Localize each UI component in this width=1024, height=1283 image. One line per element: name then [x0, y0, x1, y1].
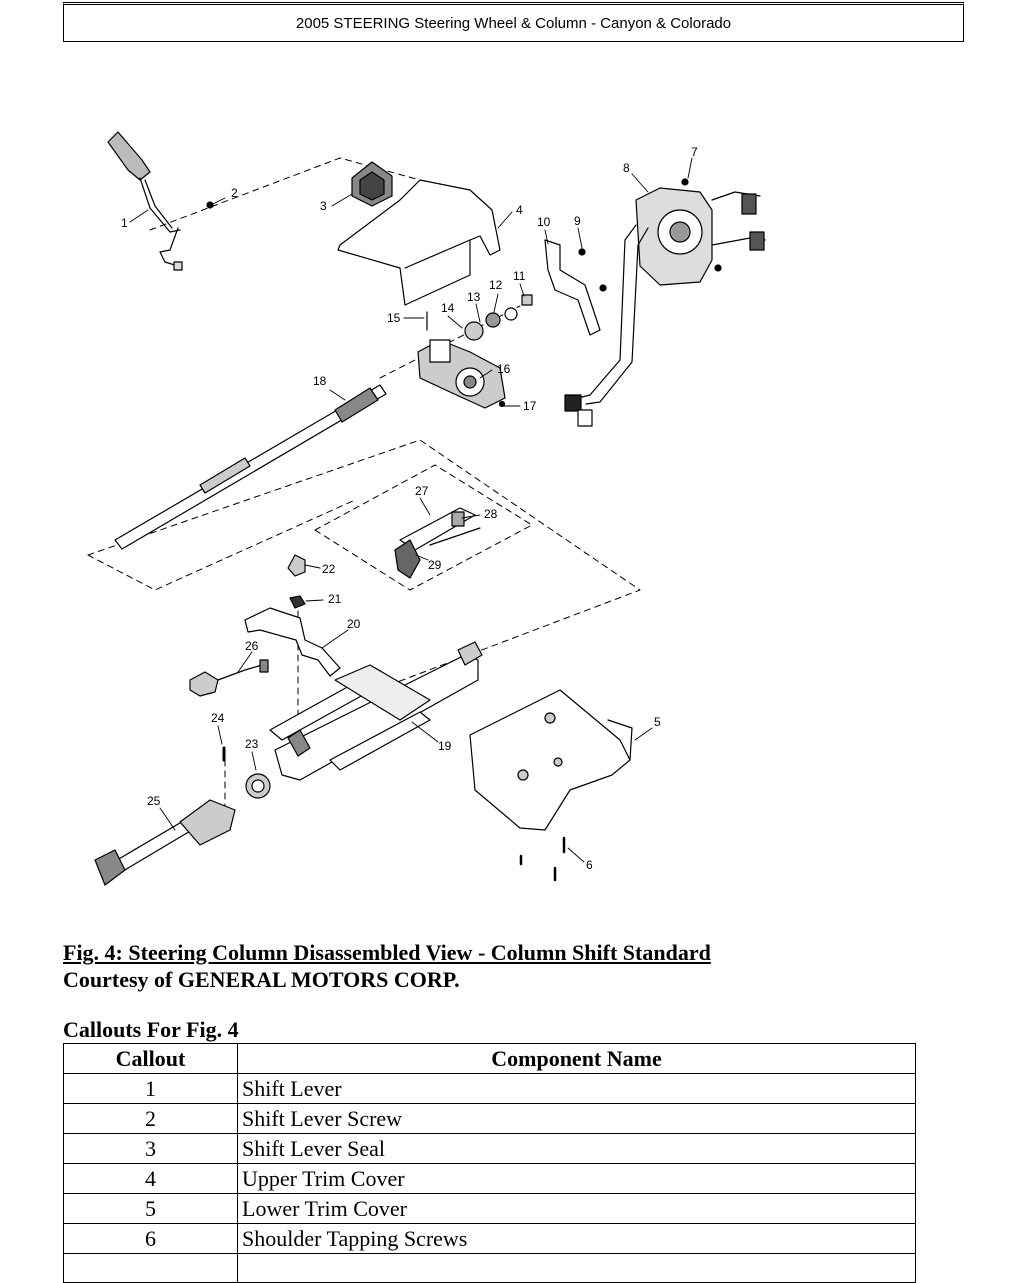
callout-5-label: 5 [654, 715, 661, 729]
callout-22-label: 22 [322, 562, 336, 576]
figure-courtesy: Courtesy of GENERAL MOTORS CORP. [63, 967, 460, 992]
callout-24-label: 24 [211, 711, 225, 725]
callout-14-label: 14 [441, 301, 455, 315]
callout-11-label: 11 [513, 269, 526, 283]
callout-2-label: 2 [231, 186, 238, 200]
callouts-table-title: Callouts For Fig. 4 [63, 1017, 239, 1042]
callout-cell: 5 [63, 1193, 238, 1224]
exploded-diagram: 1 2 3 4 5 6 7 8 9 10 11 12 13 14 15 16 1… [87, 131, 766, 886]
callout-13-label: 13 [467, 290, 481, 304]
component-name-cell: Shift Lever Seal [237, 1133, 916, 1164]
table-row: 6 Shoulder Tapping Screws [63, 1223, 916, 1254]
diagram-drawing [87, 131, 766, 886]
component-name-cell: Shoulder Tapping Screws [237, 1223, 916, 1254]
callout-10-label: 10 [537, 215, 551, 229]
page-header-title: 2005 STEERING Steering Wheel & Column - … [295, 14, 732, 32]
table-row: 3 Shift Lever Seal [63, 1133, 916, 1164]
callout-28-label: 28 [484, 507, 498, 521]
table-row: 4 Upper Trim Cover [63, 1163, 916, 1194]
header-component-name: Component Name [237, 1043, 916, 1074]
callout-19-label: 19 [438, 739, 452, 753]
component-name-cell: Shift Lever [237, 1073, 916, 1104]
callout-27-label: 27 [415, 484, 429, 498]
component-name-cell [237, 1253, 916, 1283]
callouts-table: Callout Component Name 1 Shift Lever 2 S… [63, 1043, 916, 1283]
callout-20-label: 20 [347, 617, 361, 631]
component-name-cell: Lower Trim Cover [237, 1193, 916, 1224]
callout-1-label: 1 [121, 216, 128, 230]
callout-cell: 4 [63, 1163, 238, 1194]
table-row [63, 1253, 916, 1283]
callout-23-label: 23 [245, 737, 259, 751]
page-header: 2005 STEERING Steering Wheel & Column - … [63, 2, 964, 42]
component-name-cell: Shift Lever Screw [237, 1103, 916, 1134]
callout-25-label: 25 [147, 794, 161, 808]
callout-17-label: 17 [523, 399, 537, 413]
callout-9-label: 9 [574, 214, 581, 228]
table-header-row: Callout Component Name [63, 1043, 916, 1074]
callout-15-label: 15 [387, 311, 401, 325]
callout-16-label: 16 [497, 362, 511, 376]
header-callout: Callout [63, 1043, 238, 1074]
callout-12-label: 12 [489, 278, 503, 292]
callout-cell: 1 [63, 1073, 238, 1104]
callout-29-label: 29 [428, 558, 442, 572]
table-row: 1 Shift Lever [63, 1073, 916, 1104]
table-row: 5 Lower Trim Cover [63, 1193, 916, 1224]
table-row: 2 Shift Lever Screw [63, 1103, 916, 1134]
callout-7-label: 7 [691, 145, 698, 159]
callout-18-label: 18 [313, 374, 327, 388]
callout-6-label: 6 [586, 858, 593, 872]
callout-cell: 2 [63, 1103, 238, 1134]
callout-21-label: 21 [328, 592, 342, 606]
component-name-cell: Upper Trim Cover [237, 1163, 916, 1194]
callout-cell: 6 [63, 1223, 238, 1254]
shift-lever-part [107, 131, 183, 271]
callout-cell [63, 1253, 238, 1283]
callout-26-label: 26 [245, 639, 259, 653]
callout-3-label: 3 [320, 199, 327, 213]
callout-cell: 3 [63, 1133, 238, 1164]
callout-4-label: 4 [516, 203, 523, 217]
figure-caption: Fig. 4: Steering Column Disassembled Vie… [63, 940, 711, 965]
callout-8-label: 8 [623, 161, 630, 175]
